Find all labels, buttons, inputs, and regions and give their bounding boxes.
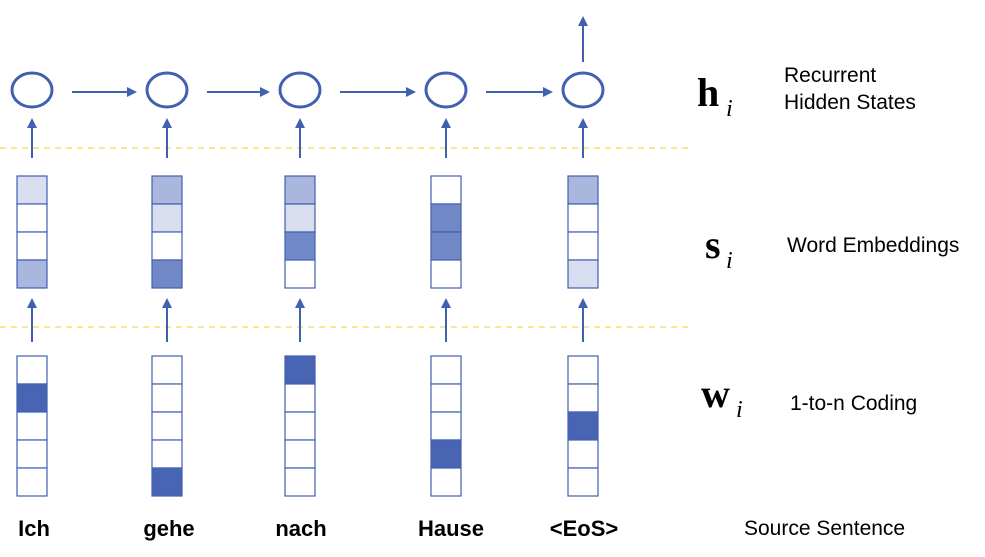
hidden-label-line1: Recurrent [784, 64, 876, 87]
embedding-vector [16, 175, 48, 289]
onehot-cell [567, 383, 599, 413]
onehot-cell [16, 439, 48, 469]
hidden-symbol: h [697, 70, 719, 115]
hidden-state-node [561, 71, 605, 109]
embedding-vector [567, 175, 599, 289]
embedding-cell [16, 175, 48, 205]
hidden-label-line2: Hidden States [784, 91, 916, 114]
onehot-cell [430, 355, 462, 385]
onehot-vector [16, 355, 48, 497]
embedding-symbol: s [705, 222, 721, 267]
source-sentence-label: Source Sentence [744, 517, 905, 540]
onehot-cell [16, 467, 48, 497]
coding-label: 1-to-n Coding [790, 392, 917, 415]
onehot-cell [284, 439, 316, 469]
columns: Ich gehe nach Hause <EoS> [10, 16, 618, 541]
hidden-state-node [424, 71, 468, 109]
hidden-state-node [278, 71, 322, 109]
hidden-state-node [10, 71, 54, 109]
embedding-label: Word Embeddings [787, 234, 959, 257]
embedding-cell [430, 231, 462, 261]
column-2: nach [275, 71, 416, 541]
onehot-cell [284, 411, 316, 441]
source-word: Hause [418, 516, 484, 541]
onehot-cell [151, 355, 183, 385]
embedding-cell [284, 231, 316, 261]
embedding-cell [151, 203, 183, 233]
embedding-cell [151, 175, 183, 205]
embedding-cell [16, 259, 48, 289]
embedding-cell [151, 231, 183, 261]
hidden-states-row-label: h i Recurrent Hidden States [697, 64, 916, 122]
onehot-vector [284, 355, 316, 497]
embedding-cell [567, 175, 599, 205]
onehot-active-cell [567, 411, 599, 441]
source-word: gehe [143, 516, 194, 541]
onehot-cell [567, 467, 599, 497]
onehot-cell [567, 439, 599, 469]
onehot-active-cell [284, 355, 316, 385]
embedding-cell [284, 203, 316, 233]
onehot-cell [284, 383, 316, 413]
source-word: Ich [18, 516, 50, 541]
onehot-vector [567, 355, 599, 497]
onehot-vector [430, 355, 462, 497]
onehot-cell [151, 383, 183, 413]
embedding-cell [430, 259, 462, 289]
embedding-subscript: i [726, 248, 733, 274]
embedding-cell [567, 259, 599, 289]
column-3: Hause [418, 71, 553, 541]
embedding-cell [430, 175, 462, 205]
onehot-cell [430, 411, 462, 441]
source-word: <EoS> [550, 516, 618, 541]
embedding-cell [567, 203, 599, 233]
embedding-cell [430, 203, 462, 233]
coding-subscript: i [736, 397, 743, 423]
onehot-cell [430, 383, 462, 413]
onehot-cell [151, 411, 183, 441]
coding-row-label: w i 1-to-n Coding [701, 371, 917, 423]
embedding-cell [284, 175, 316, 205]
onehot-active-cell [16, 383, 48, 413]
embedding-cell [284, 259, 316, 289]
onehot-active-cell [430, 439, 462, 469]
embedding-cell [16, 203, 48, 233]
onehot-cell [284, 467, 316, 497]
embedding-row-label: s i Word Embeddings [705, 222, 959, 274]
onehot-vector [151, 355, 183, 497]
onehot-cell [430, 467, 462, 497]
onehot-cell [567, 355, 599, 385]
onehot-cell [16, 411, 48, 441]
embedding-cell [151, 259, 183, 289]
column-1: gehe [143, 71, 270, 541]
embedding-cell [16, 231, 48, 261]
coding-symbol: w [701, 371, 730, 416]
source-word: nach [275, 516, 326, 541]
embedding-vector [151, 175, 183, 289]
embedding-cell [567, 231, 599, 261]
hidden-state-node [145, 71, 189, 109]
onehot-cell [16, 355, 48, 385]
embedding-vector [430, 175, 462, 289]
embedding-vector [284, 175, 316, 289]
column-4: <EoS> [550, 71, 618, 541]
hidden-subscript: i [726, 96, 733, 122]
onehot-cell [151, 439, 183, 469]
onehot-active-cell [151, 467, 183, 497]
column-0: Ich [10, 71, 137, 541]
